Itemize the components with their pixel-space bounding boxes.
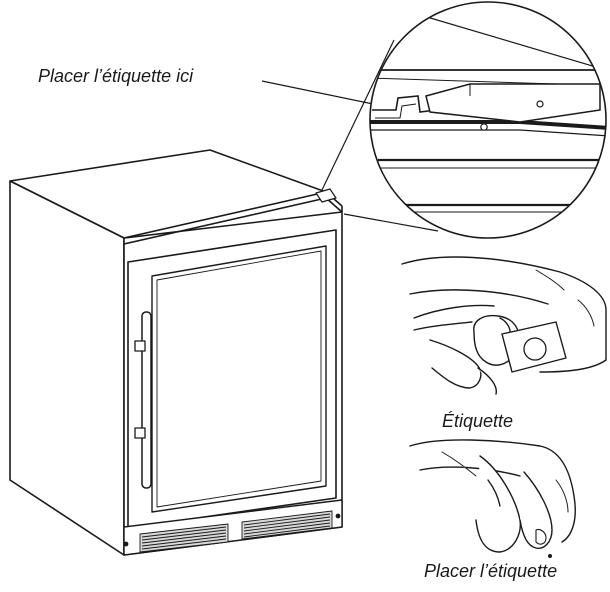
zoom-line-upper xyxy=(322,40,394,190)
vent-grille xyxy=(140,511,332,552)
door-glass xyxy=(152,246,326,512)
label-dot xyxy=(524,338,546,360)
label-place-caption: Placer l’étiquette xyxy=(424,561,558,581)
door-handle xyxy=(135,312,151,488)
door-outer xyxy=(128,230,336,528)
zoom-line-lower xyxy=(344,214,438,231)
cabinet-left-side xyxy=(10,181,124,555)
label-spot-cabinet xyxy=(316,189,336,202)
hand-pressing-label xyxy=(410,440,575,558)
label-caption: Étiquette xyxy=(442,411,514,431)
zoom-detail xyxy=(368,2,610,238)
label-place-here-caption: Placer l’étiquette ici xyxy=(38,66,194,86)
cabinet-illustration xyxy=(10,150,342,555)
hand-holding-label xyxy=(402,257,606,394)
